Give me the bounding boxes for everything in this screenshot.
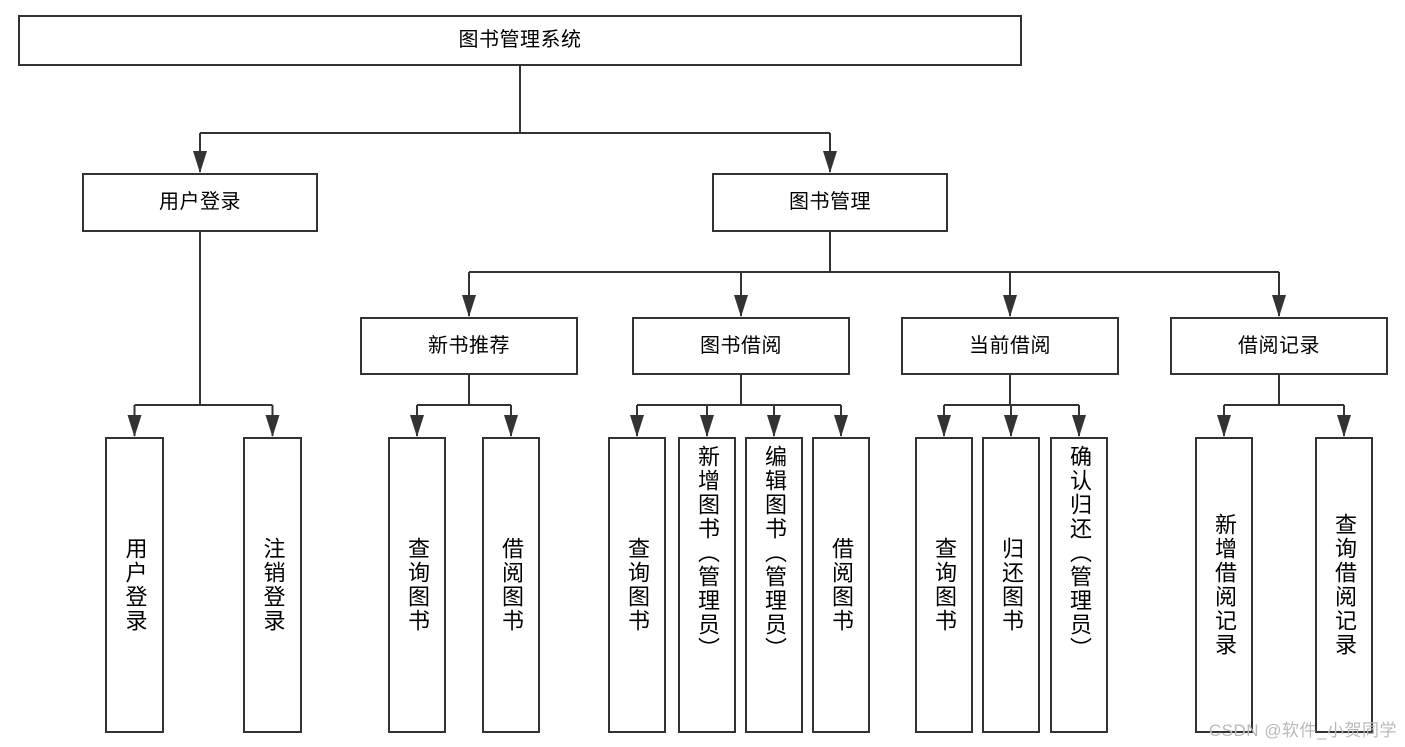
node-n8: 借阅图书 <box>812 437 870 733</box>
node-n6: 新增图书（管理员） <box>678 437 736 733</box>
node-label: 借阅图书 <box>829 537 854 633</box>
node-label: 归还图书 <box>999 537 1024 633</box>
node-l3a: 新书推荐 <box>360 317 578 375</box>
node-n4: 借阅图书 <box>482 437 540 733</box>
node-n10: 归还图书 <box>982 437 1040 733</box>
node-root: 图书管理系统 <box>18 15 1022 66</box>
node-label: 借阅记录 <box>1238 334 1320 357</box>
node-label: 查询借阅记录 <box>1332 513 1357 657</box>
node-n11: 确认归还（管理员） <box>1050 437 1108 733</box>
node-label: 编辑图书（管理员） <box>762 445 787 661</box>
node-n12: 新增借阅记录 <box>1195 437 1253 733</box>
node-label: 查询图书 <box>625 537 650 633</box>
node-l3d: 借阅记录 <box>1170 317 1388 375</box>
node-n2: 注销登录 <box>243 437 302 733</box>
node-label: 新增借阅记录 <box>1212 513 1237 657</box>
node-label: 查询图书 <box>405 537 430 633</box>
node-n5: 查询图书 <box>608 437 666 733</box>
node-label: 图书管理系统 <box>458 29 582 52</box>
node-label: 确认归还（管理员） <box>1067 445 1092 661</box>
node-label: 查询图书 <box>932 537 957 633</box>
node-label: 借阅图书 <box>499 537 524 633</box>
node-n3: 查询图书 <box>388 437 446 733</box>
node-label: 注销登录 <box>260 537 286 633</box>
watermark: CSDN @软件_小贺同学 <box>1208 721 1397 740</box>
node-label: 新书推荐 <box>428 334 510 357</box>
node-label: 用户登录 <box>122 537 148 633</box>
node-l3c: 当前借阅 <box>901 317 1119 375</box>
node-n9: 查询图书 <box>915 437 973 733</box>
node-l2a: 用户登录 <box>82 173 318 232</box>
node-label: 当前借阅 <box>969 334 1051 357</box>
node-l3b: 图书借阅 <box>632 317 850 375</box>
node-label: 用户登录 <box>159 191 241 214</box>
node-n13: 查询借阅记录 <box>1315 437 1373 733</box>
node-n1: 用户登录 <box>105 437 164 733</box>
node-label: 图书管理 <box>789 191 871 214</box>
node-n7: 编辑图书（管理员） <box>745 437 803 733</box>
node-label: 图书借阅 <box>700 334 782 357</box>
node-l2b: 图书管理 <box>712 173 948 232</box>
node-label: 新增图书（管理员） <box>695 445 720 661</box>
